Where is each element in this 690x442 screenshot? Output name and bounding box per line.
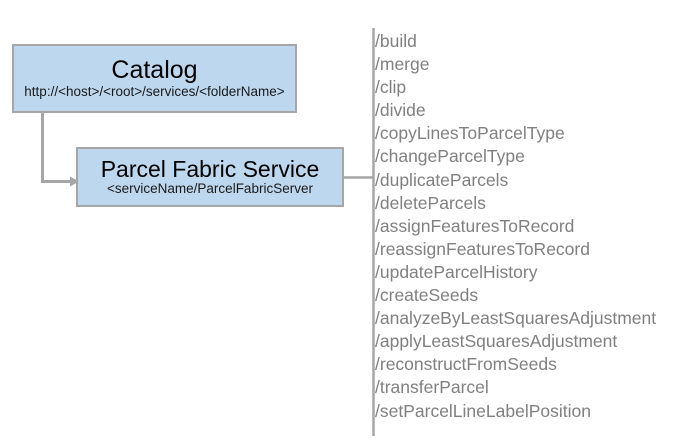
- operation-item[interactable]: /transferParcel: [375, 377, 489, 398]
- operation-item[interactable]: /copyLinesToParcelType: [375, 123, 565, 144]
- connector-catalog-to-service: [41, 113, 79, 187]
- operation-item[interactable]: /changeParcelType: [375, 146, 525, 167]
- operation-item[interactable]: /clip: [375, 77, 407, 98]
- operations-list: /build/merge/clip/divide/copyLinesToParc…: [375, 30, 687, 423]
- operation-item[interactable]: /merge: [375, 54, 430, 75]
- node-catalog-title: Catalog: [111, 55, 198, 84]
- node-catalog[interactable]: Catalog http://<host>/<root>/services/<f…: [12, 44, 297, 113]
- operation-item[interactable]: /createSeeds: [375, 285, 479, 306]
- operation-item[interactable]: /setParcelLineLabelPosition: [375, 400, 591, 421]
- operation-item[interactable]: /divide: [375, 100, 426, 121]
- operations-panel: /build/merge/clip/divide/copyLinesToParc…: [375, 30, 687, 436]
- operation-item[interactable]: /deleteParcels: [375, 192, 486, 213]
- node-catalog-subtitle: http://<host>/<root>/services/<folderNam…: [24, 84, 285, 100]
- operation-item[interactable]: /updateParcelHistory: [375, 261, 538, 282]
- node-parcel-fabric-service[interactable]: Parcel Fabric Service <serviceName/Parce…: [76, 147, 344, 207]
- operation-item[interactable]: /build: [375, 31, 417, 51]
- operation-item[interactable]: /analyzeByLeastSquaresAdjustment: [375, 308, 657, 329]
- operation-item[interactable]: /applyLeastSquaresAdjustment: [375, 331, 618, 352]
- operation-item[interactable]: /assignFeaturesToRecord: [375, 215, 575, 236]
- node-parcel-fabric-service-subtitle: <serviceName/ParcelFabricServer: [107, 181, 313, 197]
- operation-item[interactable]: /reconstructFromSeeds: [375, 354, 557, 375]
- operation-item[interactable]: /reassignFeaturesToRecord: [375, 238, 590, 259]
- node-parcel-fabric-service-title: Parcel Fabric Service: [100, 156, 320, 182]
- operation-item[interactable]: /duplicateParcels: [375, 169, 509, 190]
